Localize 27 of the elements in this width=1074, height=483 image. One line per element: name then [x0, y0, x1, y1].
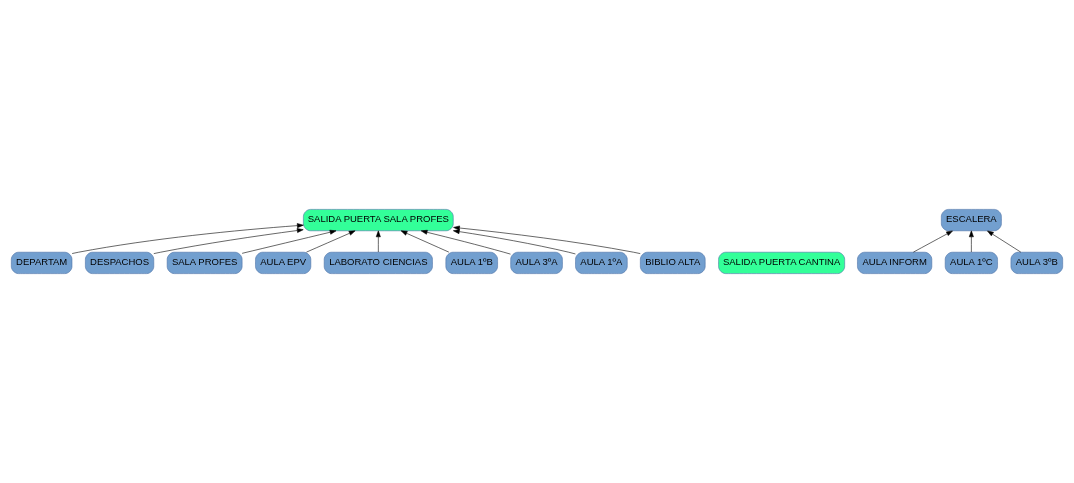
arrow: [420, 229, 511, 255]
arrow: [153, 228, 304, 254]
arrow: [400, 230, 450, 253]
node-box: AULA 3ºA: [510, 251, 563, 274]
node-box: AULA 1ºB: [445, 251, 498, 274]
arrow: [453, 225, 641, 254]
node-box: ESCALERA: [941, 209, 1002, 232]
node-box: AULA 1ºC: [944, 251, 998, 274]
node-box: DESPACHOS: [85, 251, 155, 274]
arrow: [306, 230, 356, 253]
arrow: [987, 230, 1022, 253]
node-box: BIBLIO ALTA: [640, 251, 706, 274]
arrow: [375, 230, 381, 253]
node-box: LABORATO CIENCIAS: [323, 251, 433, 274]
node-box: AULA 1ºA: [575, 251, 628, 274]
node-box: AULA EPV: [255, 251, 312, 274]
arrow: [71, 223, 304, 254]
arrow: [453, 229, 576, 255]
node-box: SALIDA PUERTA CANTINA: [718, 251, 845, 274]
arrow: [913, 230, 953, 253]
arrow: [241, 229, 337, 254]
node-box: AULA 3ºB: [1010, 251, 1063, 274]
node-box: DEPARTAM: [11, 251, 73, 274]
arrow: [969, 230, 974, 253]
node-box: SALA PROFES: [166, 251, 243, 274]
node-box: SALIDA PUERTA SALA PROFES: [303, 209, 454, 232]
node-box: AULA INFORM: [857, 251, 933, 274]
